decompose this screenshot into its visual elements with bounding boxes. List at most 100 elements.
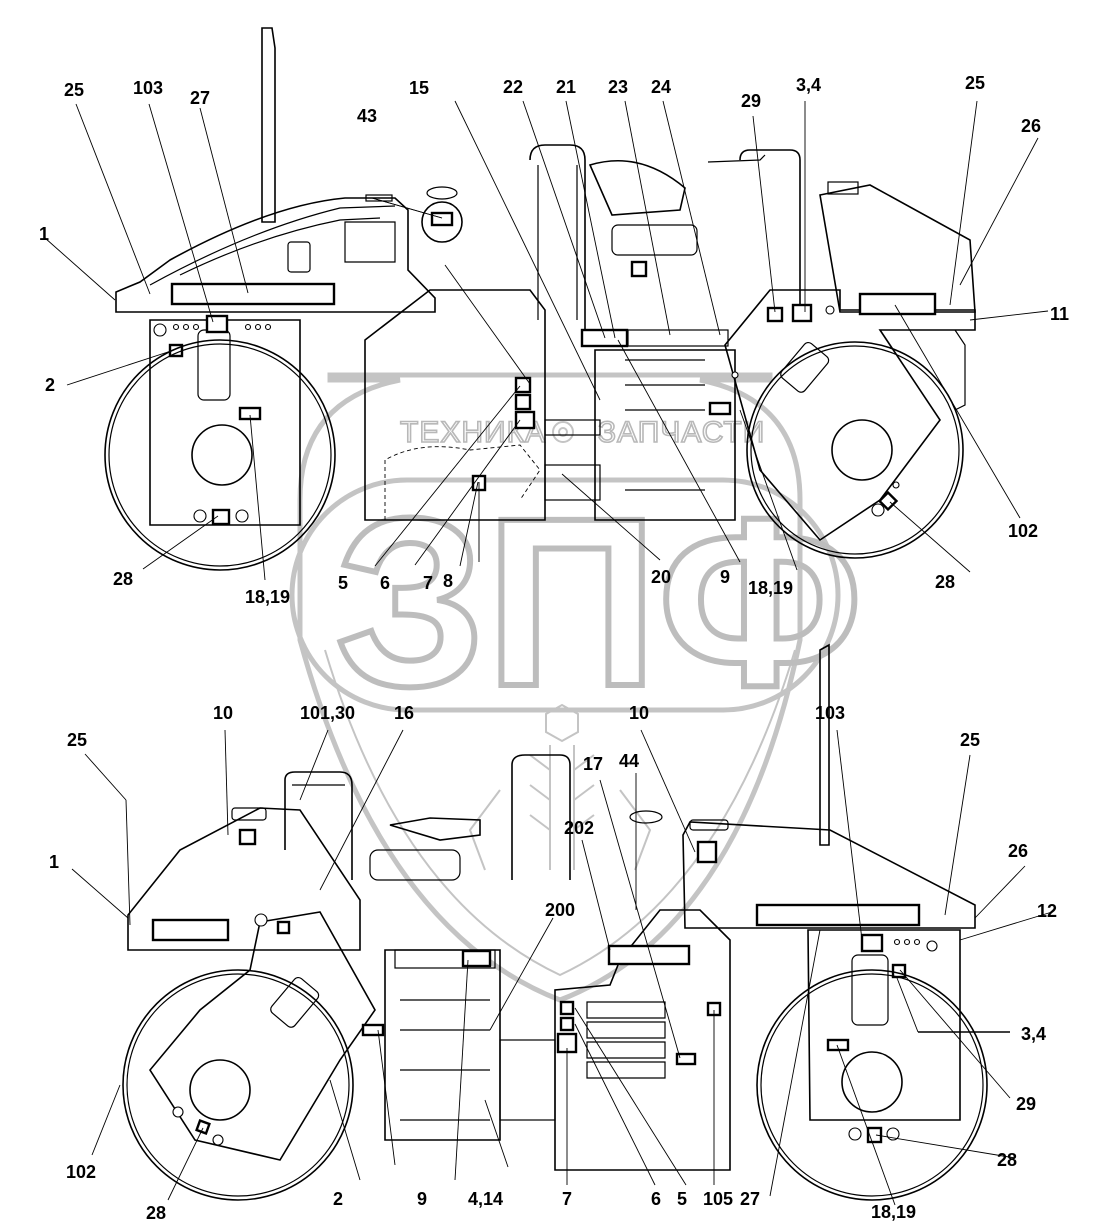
callout-20: 20 <box>651 567 671 587</box>
callout-43: 43 <box>357 106 377 126</box>
decal-6-bottom <box>559 1016 575 1032</box>
callout-28-left: 28 <box>113 569 133 589</box>
callout-5: 5 <box>338 573 348 593</box>
decal-202 <box>607 944 691 966</box>
callout-105: 105 <box>703 1189 733 1209</box>
top-machine-drawing <box>104 27 976 571</box>
decal-2-area <box>361 1023 385 1037</box>
engine-hood <box>115 197 436 313</box>
callout-101-30: 101,30 <box>300 703 355 723</box>
light-housing <box>421 201 463 243</box>
decal-5-top <box>514 376 532 394</box>
callout-1: 1 <box>39 224 49 244</box>
operator-platform-2 <box>384 949 501 1141</box>
decal-102 <box>858 292 937 316</box>
decal-6-top <box>514 393 532 411</box>
leader-lines <box>44 100 1053 1206</box>
callout-24: 24 <box>651 77 671 97</box>
decal-1-area <box>151 918 230 942</box>
callout-16: 16 <box>394 703 414 723</box>
callout-3-4: 3,4 <box>796 75 821 95</box>
callout-6: 6 <box>380 573 390 593</box>
callout-12: 12 <box>1037 901 1057 921</box>
callout-18-19-bottom: 18,19 <box>871 1202 916 1222</box>
operator-seat <box>588 159 686 216</box>
decal-5-bottom <box>559 1000 575 1016</box>
left-drum <box>122 969 354 1201</box>
decal-29-bottom <box>826 1038 850 1052</box>
callout-29: 29 <box>741 91 761 111</box>
watermark-banner <box>289 477 841 713</box>
callout-15: 15 <box>409 78 429 98</box>
callout-28-left-bottom: 28 <box>146 1203 166 1223</box>
callout-25-right-bottom: 25 <box>960 730 980 750</box>
callout-4-14: 4,14 <box>468 1189 503 1209</box>
callout-21: 21 <box>556 77 576 97</box>
front-drum-bracket <box>149 319 301 526</box>
callout-10-left: 10 <box>213 703 233 723</box>
watermark-text-right: ЗАПЧАСТИ <box>598 416 765 449</box>
callout-28-right: 28 <box>935 572 955 592</box>
left-hood <box>127 807 361 951</box>
left-drum-bracket <box>149 911 376 1161</box>
callout-25: 25 <box>64 80 84 100</box>
decal-23 <box>630 260 648 278</box>
callout-6-bottom: 6 <box>651 1189 661 1209</box>
decal-18-19-rear <box>708 401 732 416</box>
decal-28-front <box>211 508 231 526</box>
decal-2-bottom <box>276 920 291 935</box>
callout-18-19-left: 18,19 <box>245 587 290 607</box>
decal-27 <box>170 282 336 306</box>
decal-28-rear <box>877 490 899 512</box>
decal-103-bottom <box>860 933 884 953</box>
callout-17: 17 <box>583 754 603 774</box>
callout-44: 44 <box>619 751 639 771</box>
callout-3-4-bottom: 3,4 <box>1021 1024 1046 1044</box>
rear-hood <box>819 184 976 313</box>
callout-103-bottom: 103 <box>815 703 845 723</box>
watermark-shield <box>297 372 803 1003</box>
callout-29-bottom: 29 <box>1016 1094 1036 1114</box>
callout-202: 202 <box>564 818 594 838</box>
callout-26-bottom: 26 <box>1008 841 1028 861</box>
bottom-machine-drawing <box>122 643 988 1201</box>
callout-27-bottom: 27 <box>740 1189 760 1209</box>
callout-28-right-bottom: 28 <box>997 1150 1017 1170</box>
exhaust-stack-2 <box>819 643 830 846</box>
exhaust-stack <box>261 27 276 223</box>
watermark: ТЕХНИКА ЗАПЧАСТИ ЗПФ <box>289 372 866 1003</box>
rear-drum <box>746 341 964 559</box>
callout-7-bottom: 7 <box>562 1189 572 1209</box>
watermark-shield-inner <box>324 649 796 977</box>
decal-22-21 <box>580 328 629 348</box>
decal-10-right <box>696 840 718 864</box>
callout-7: 7 <box>423 573 433 593</box>
callout-26: 26 <box>1021 116 1041 136</box>
rear-drum-bracket <box>724 289 976 542</box>
decal-9-bottom <box>461 949 492 968</box>
decal-10-left <box>238 828 257 846</box>
callout-18-19-right: 18,19 <box>748 578 793 598</box>
callout-9-bottom: 9 <box>417 1189 427 1209</box>
callout-102: 102 <box>1008 521 1038 541</box>
front-drum <box>104 339 336 571</box>
right-drum <box>756 969 988 1201</box>
callout-25-right: 25 <box>965 73 985 93</box>
decal-17 <box>675 1052 697 1066</box>
callouts-top-view: 25 103 27 43 15 22 21 23 24 29 3,4 25 26… <box>39 73 1069 607</box>
callout-2-bottom: 2 <box>333 1189 343 1209</box>
right-drum-bracket <box>807 929 961 1121</box>
callout-22: 22 <box>503 77 523 97</box>
decal-43 <box>430 211 454 227</box>
decal-27-bottom <box>755 903 921 927</box>
callout-102-bottom: 102 <box>66 1162 96 1182</box>
decal-28-left <box>195 1119 211 1135</box>
callout-23: 23 <box>608 77 628 97</box>
callout-103: 103 <box>133 78 163 98</box>
callout-1-bottom: 1 <box>49 852 59 872</box>
wheat-ear-icon <box>468 703 652 871</box>
decal-7-top <box>514 410 536 430</box>
callout-9: 9 <box>720 567 730 587</box>
